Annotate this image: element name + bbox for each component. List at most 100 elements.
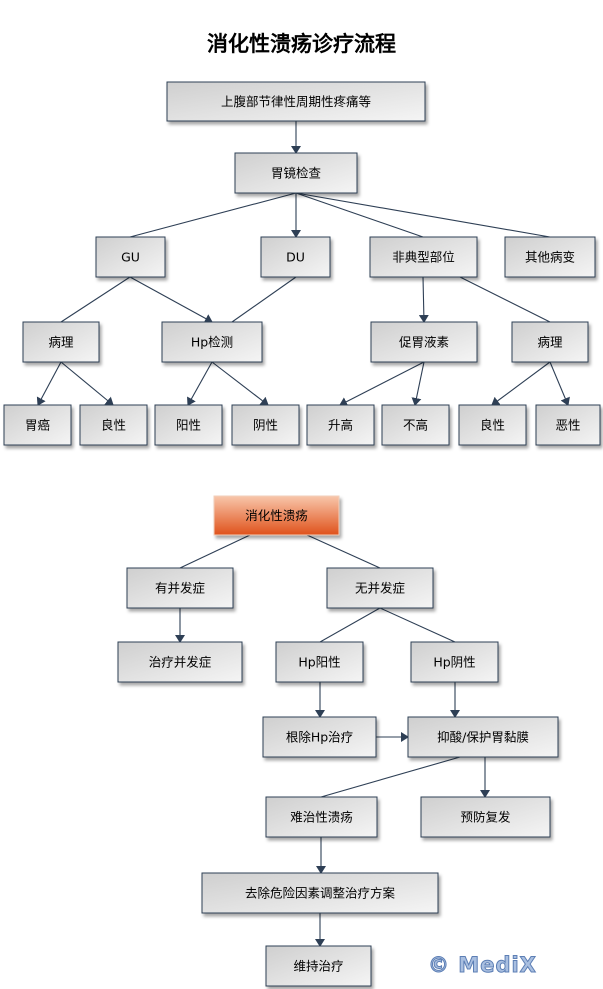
arrow-connector bbox=[36, 361, 62, 406]
node-label: 促胃液素 bbox=[399, 335, 449, 350]
node-eradicate: 根除Hp治疗 bbox=[262, 716, 377, 758]
node-box bbox=[265, 945, 372, 987]
arrow-connector bbox=[187, 361, 213, 406]
node-box bbox=[3, 404, 72, 446]
node-benign2: 良性 bbox=[458, 404, 527, 446]
node-nocomp: 无并发症 bbox=[326, 567, 434, 609]
connector-line bbox=[320, 756, 461, 798]
node-label: 不高 bbox=[403, 418, 428, 433]
node-label: 抑酸/保护胃黏膜 bbox=[437, 730, 529, 745]
node-label: Hp检测 bbox=[191, 335, 233, 350]
node-box bbox=[265, 796, 378, 838]
node-box bbox=[535, 404, 601, 446]
connector-line bbox=[179, 534, 251, 569]
node-label: 去除危险因素调整治疗方案 bbox=[245, 886, 396, 901]
node-elevated: 升高 bbox=[306, 404, 375, 446]
node-label: 良性 bbox=[480, 418, 505, 433]
arrow-connector bbox=[129, 276, 213, 324]
arrow-connector bbox=[549, 361, 570, 406]
connector-line bbox=[231, 276, 297, 323]
node-gastrin: 促胃液素 bbox=[370, 321, 478, 363]
node-box bbox=[117, 641, 243, 683]
node-label: 升高 bbox=[328, 418, 353, 433]
node-box bbox=[262, 716, 377, 758]
node-maintain: 维持治疗 bbox=[265, 945, 372, 987]
node-box bbox=[22, 321, 100, 363]
node-box bbox=[275, 641, 364, 683]
node-patho2: 病理 bbox=[511, 321, 589, 363]
connector-line bbox=[306, 534, 381, 569]
node-du: DU bbox=[260, 236, 331, 278]
node-label: 有并发症 bbox=[155, 581, 205, 596]
node-label: 治疗并发症 bbox=[149, 655, 212, 670]
node-comp: 有并发症 bbox=[126, 567, 234, 609]
node-box bbox=[410, 641, 499, 683]
node-acid: 抑酸/保护胃黏膜 bbox=[407, 716, 559, 758]
node-box bbox=[326, 567, 434, 609]
node-box bbox=[154, 404, 223, 446]
node-box bbox=[234, 152, 358, 194]
medix-watermark: © MediX bbox=[428, 953, 537, 978]
node-label: 维持治疗 bbox=[293, 959, 343, 974]
node-endoscopy: 胃镜检查 bbox=[234, 152, 358, 194]
node-label: 阴性 bbox=[253, 418, 278, 433]
connector-line bbox=[60, 276, 131, 323]
node-hp-test: Hp检测 bbox=[161, 321, 263, 363]
connector-line bbox=[379, 607, 456, 643]
node-box bbox=[504, 236, 596, 278]
node-box bbox=[79, 404, 148, 446]
node-not-elevated: 不高 bbox=[381, 404, 450, 446]
node-label: 消化性溃疡 bbox=[245, 508, 308, 523]
node-label: 根除Hp治疗 bbox=[286, 730, 353, 745]
node-box bbox=[231, 404, 300, 446]
node-label: 其他病变 bbox=[525, 250, 575, 265]
node-label: 非典型部位 bbox=[392, 250, 455, 265]
connector-line bbox=[459, 276, 551, 323]
node-cancer: 胃癌 bbox=[3, 404, 72, 446]
connector-line bbox=[319, 607, 381, 643]
connector-line bbox=[295, 192, 551, 238]
node-box bbox=[166, 81, 426, 122]
node-treat-comp: 治疗并发症 bbox=[117, 641, 243, 683]
node-label: 无并发症 bbox=[355, 581, 405, 596]
node-box bbox=[306, 404, 375, 446]
node-prevent: 预防复发 bbox=[420, 796, 551, 838]
node-positive: 阳性 bbox=[154, 404, 223, 446]
node-gu: GU bbox=[95, 236, 166, 278]
node-label: 恶性 bbox=[555, 418, 580, 433]
node-patho1: 病理 bbox=[22, 321, 100, 363]
diagram-title: 消化性溃疡诊疗流程 bbox=[207, 31, 396, 56]
node-box bbox=[161, 321, 263, 363]
connector-line bbox=[295, 192, 424, 238]
node-box bbox=[407, 716, 559, 758]
node-root: 上腹部节律性周期性疼痛等 bbox=[166, 81, 426, 122]
node-atypical: 非典型部位 bbox=[369, 236, 478, 278]
node-box bbox=[201, 872, 439, 914]
node-label: Hp阴性 bbox=[433, 655, 475, 670]
node-refractory: 难治性溃疡 bbox=[265, 796, 378, 838]
node-other: 其他病变 bbox=[504, 236, 596, 278]
node-label: DU bbox=[286, 250, 305, 265]
node-benign1: 良性 bbox=[79, 404, 148, 446]
connector-line bbox=[129, 192, 297, 238]
node-label: GU bbox=[121, 250, 140, 265]
node-box bbox=[126, 567, 234, 609]
node-pu: 消化性溃疡 bbox=[213, 495, 340, 536]
node-label: 胃癌 bbox=[25, 418, 50, 433]
node-hp-pos: Hp阳性 bbox=[275, 641, 364, 683]
arrow-connector bbox=[339, 361, 425, 407]
node-label: 病理 bbox=[537, 335, 563, 350]
node-malignant: 恶性 bbox=[535, 404, 601, 446]
node-label: 良性 bbox=[101, 418, 126, 433]
node-label: 上腹部节律性周期性疼痛等 bbox=[221, 94, 371, 109]
node-adjust: 去除危险因素调整治疗方案 bbox=[201, 872, 439, 914]
arrow-connector bbox=[411, 361, 425, 406]
node-box bbox=[95, 236, 166, 278]
node-label: 胃镜检查 bbox=[271, 166, 322, 181]
node-label: 难治性溃疡 bbox=[290, 810, 353, 825]
node-box bbox=[260, 236, 331, 278]
node-label: 预防复发 bbox=[460, 810, 511, 825]
arrow-connector bbox=[491, 361, 551, 406]
node-box bbox=[213, 495, 340, 536]
node-box bbox=[370, 321, 478, 363]
